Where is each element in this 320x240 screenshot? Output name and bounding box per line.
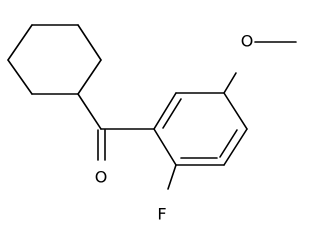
bond-aryl-1 <box>153 92 177 130</box>
bond-aryl-3 <box>223 92 248 130</box>
cyclohexane-ring <box>7 24 102 95</box>
atom-label-methoxy-oxygen: O <box>241 32 254 51</box>
bond-aryl-6 <box>153 128 177 166</box>
bond-cyclohexyl-carbonyl <box>77 93 102 130</box>
bond-aryl-4 <box>223 128 248 166</box>
atom-label-carbonyl-oxygen: O <box>95 168 108 187</box>
bond-aryl-methoxy-o <box>223 72 237 94</box>
bond-aryl-inner-2 <box>219 129 238 158</box>
bond-aryl-fluorine <box>167 164 177 190</box>
atom-label-fluorine: F <box>157 205 166 224</box>
bond-cyclohexyl-5 <box>7 59 33 95</box>
chemical-structure: O O F <box>7 24 297 224</box>
bond-cyclohexyl-2 <box>77 24 102 61</box>
bond-cyclohexyl-4 <box>7 24 33 61</box>
carbonyl-double-bond <box>97 129 106 161</box>
benzene-ring <box>153 92 248 166</box>
bond-aryl-inner-1 <box>162 98 182 129</box>
bond-cyclohexyl-1 <box>77 59 102 95</box>
